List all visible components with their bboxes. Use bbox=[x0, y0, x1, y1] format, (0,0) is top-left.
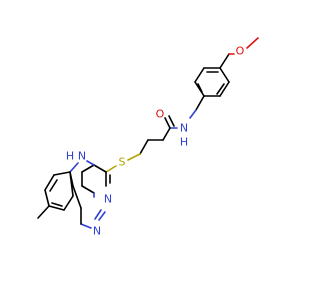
amide-nitrogen-label: N bbox=[180, 122, 188, 135]
ether-oxygen-label: O bbox=[236, 45, 245, 58]
bond bbox=[93, 164, 107, 173]
bond bbox=[164, 117, 171, 129]
bond bbox=[53, 171, 71, 176]
carbonyl-oxygen-label: O bbox=[156, 108, 165, 121]
bond bbox=[219, 81, 230, 97]
double-bond bbox=[216, 83, 225, 95]
pyrimidine-ring bbox=[81, 164, 111, 198]
double-bond bbox=[98, 211, 106, 221]
bond bbox=[81, 185, 95, 194]
bond bbox=[69, 171, 74, 197]
methyl-bond bbox=[246, 37, 259, 49]
methoxyphenyl-ring bbox=[194, 67, 230, 97]
bond bbox=[189, 109, 197, 119]
bond bbox=[80, 223, 92, 229]
sulfur-label: S bbox=[119, 156, 126, 169]
bond bbox=[219, 67, 230, 83]
bond bbox=[194, 81, 205, 97]
bond bbox=[195, 95, 205, 111]
double-bond bbox=[197, 83, 203, 93]
bond bbox=[86, 160, 95, 166]
bond bbox=[72, 185, 82, 209]
bond bbox=[219, 53, 230, 69]
amide-hydrogen-label: H bbox=[180, 136, 188, 149]
pyrimidine-nitrogen-lower-label: N bbox=[93, 225, 101, 238]
bond bbox=[162, 127, 171, 141]
bond bbox=[44, 174, 55, 191]
bond bbox=[127, 153, 141, 161]
bond bbox=[105, 165, 117, 173]
bond bbox=[44, 189, 50, 207]
pyrimidine-nitrogen-upper-label: N bbox=[104, 193, 112, 206]
structure-canvas: O N H O S N N N H bbox=[37, 37, 259, 238]
double-bond bbox=[51, 202, 63, 207]
double-bond bbox=[49, 179, 58, 192]
bond bbox=[81, 164, 95, 173]
bond bbox=[63, 195, 74, 211]
bond bbox=[139, 139, 149, 155]
bond bbox=[94, 209, 102, 220]
methyl-bond bbox=[37, 205, 50, 219]
bond bbox=[69, 162, 79, 173]
indole-hydrogen-label: H bbox=[66, 150, 74, 163]
bond bbox=[48, 205, 65, 211]
indole-nitrogen-label: N bbox=[78, 150, 86, 163]
indole-benzene-ring bbox=[44, 171, 82, 211]
molecule-structure: O N H O S N N N H bbox=[37, 37, 259, 238]
bond bbox=[194, 67, 205, 83]
double-bond bbox=[168, 115, 175, 127]
